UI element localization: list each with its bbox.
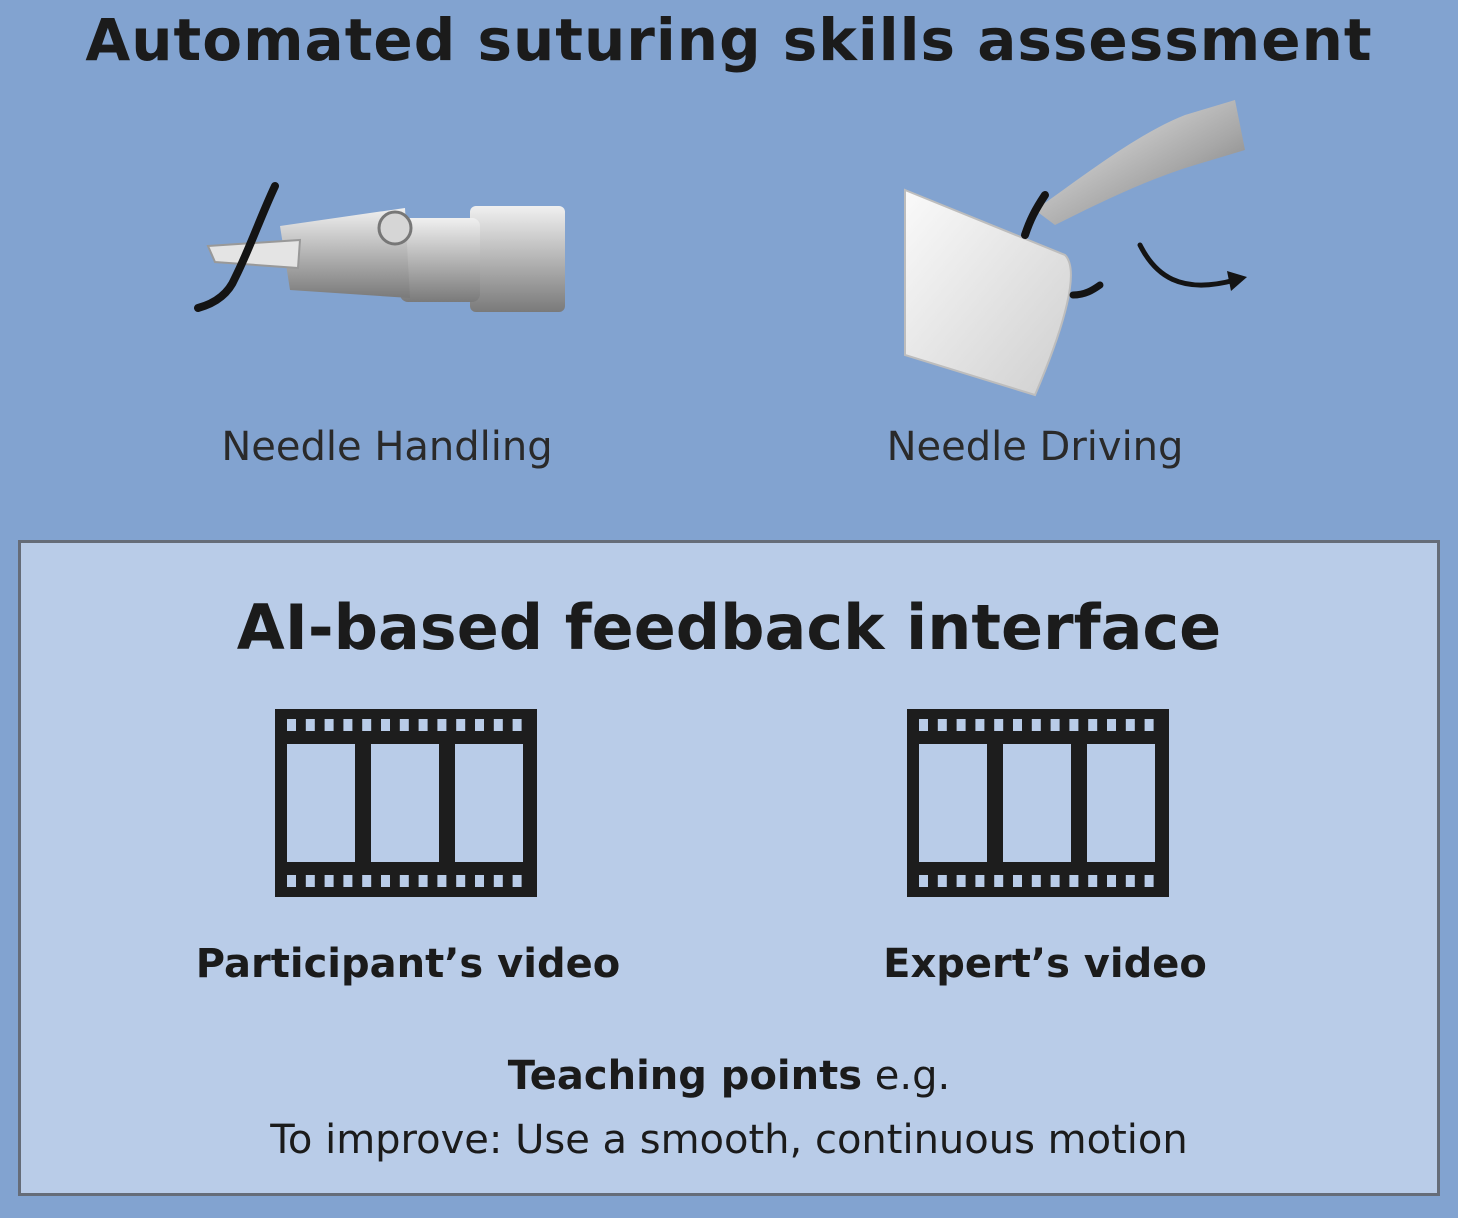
skill-label-needle-driving: Needle Driving	[886, 424, 1184, 470]
feedback-panel-title: AI-based feedback interface	[236, 591, 1222, 664]
improve-text: To improve: Use a smooth, continuous mot…	[270, 1117, 1188, 1163]
surgical-instrument-icon	[194, 182, 565, 312]
feedback-panel: AI-based feedback interface Participant’…	[18, 540, 1440, 1196]
teaching-points-suffix: e.g.	[862, 1053, 951, 1099]
tissue-and-instrument-icon	[904, 100, 1247, 397]
film-strip-icon	[907, 709, 1169, 897]
page-title: Automated suturing skills assessment	[85, 6, 1373, 74]
skill-label-needle-handling: Needle Handling	[221, 424, 553, 470]
participant-video-label: Participant’s video	[195, 941, 621, 987]
film-strip-icon	[275, 709, 537, 897]
expert-video-label: Expert’s video	[883, 941, 1207, 987]
teaching-points-label: Teaching points	[507, 1053, 863, 1099]
teaching-points: Teaching points e.g.	[21, 1053, 1437, 1099]
